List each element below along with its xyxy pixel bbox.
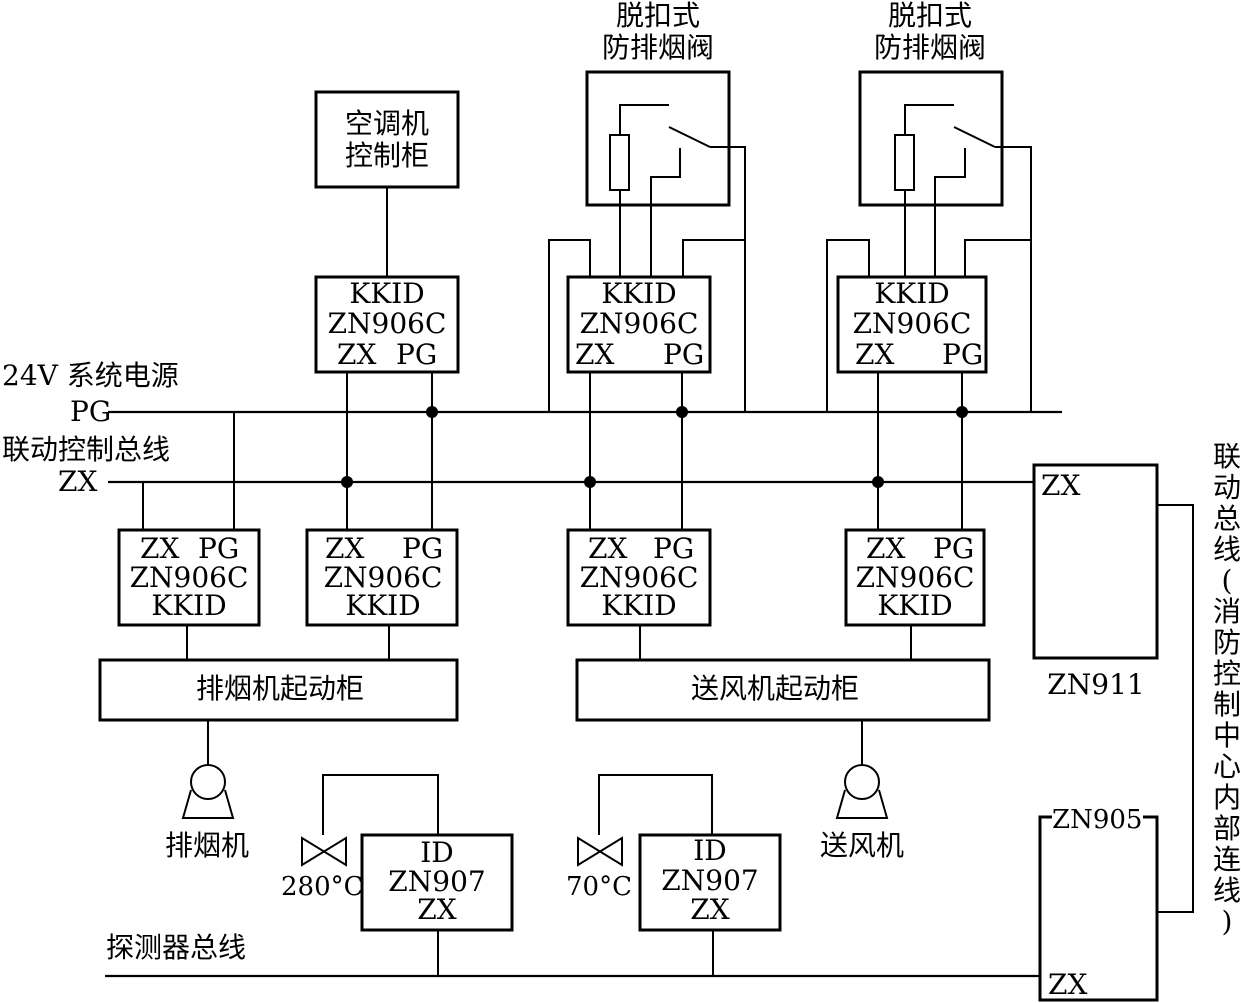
upper-module-zx: ZX <box>855 338 894 371</box>
zx-bus-label: ZX <box>58 465 97 498</box>
lower-module-kkid: KKID <box>345 589 420 622</box>
valve-280-label: 280°C <box>281 872 364 902</box>
lower-module-box <box>305 528 459 627</box>
upper-module-box <box>566 275 712 374</box>
damper-box <box>585 70 731 207</box>
damper-coil <box>894 134 915 191</box>
lower-module-pg: PG <box>198 532 239 565</box>
exhaust-cabinet-box <box>98 658 459 722</box>
wire <box>650 148 681 277</box>
junction-dot <box>956 406 968 418</box>
id-module-line2: ZN907 <box>388 865 485 898</box>
wire <box>322 774 439 835</box>
junction-dot <box>872 476 884 488</box>
upper-module-model: ZN906C <box>580 307 699 340</box>
upper-module-pg: PG <box>663 338 704 371</box>
id-module-line3: ZX <box>690 893 729 926</box>
id-module-box <box>638 833 782 932</box>
damper-title-line1: 脱扣式 <box>616 0 700 32</box>
wire <box>598 774 713 835</box>
wire <box>826 239 870 412</box>
junction-dot <box>341 476 353 488</box>
damper-title-line2: 防排烟阀 <box>602 31 714 64</box>
lower-module-kkid: KKID <box>877 589 952 622</box>
zn911-box <box>1032 463 1159 660</box>
junction-dot <box>584 476 596 488</box>
id-module-line2: ZN907 <box>661 864 758 897</box>
valve-70-icon <box>577 836 623 867</box>
pg-bus-label: PG <box>70 395 111 428</box>
upper-module-kkid: KKID <box>601 277 676 310</box>
damper-title-line1: 脱扣式 <box>888 0 972 32</box>
upper-module-box <box>314 275 460 374</box>
upper-module-model: ZN906C <box>328 307 447 340</box>
lower-module-pg: PG <box>402 532 443 565</box>
internal-bus-wire <box>1157 504 1194 913</box>
lower-module-box <box>844 528 986 627</box>
damper-box <box>858 70 1004 207</box>
ac-cabinet-line1: 空调机 <box>345 107 429 140</box>
junction-dot <box>676 406 688 418</box>
zn905-label: ZN905 <box>1052 805 1142 835</box>
lower-module-zx: ZX <box>866 532 905 565</box>
zn905-port-zx: ZX <box>1048 968 1087 1001</box>
damper-switch-blade <box>668 126 711 148</box>
lower-module-kkid: KKID <box>151 589 226 622</box>
upper-module-box <box>836 275 988 374</box>
lower-module-model: ZN906C <box>856 561 975 594</box>
lower-module-pg: PG <box>653 532 694 565</box>
ac-cabinet-line2: 控制柜 <box>345 139 429 172</box>
lower-module-zx: ZX <box>140 532 179 565</box>
zn905-box <box>1038 815 1159 1002</box>
damper-switch-blade <box>953 126 996 148</box>
lower-module-model: ZN906C <box>580 561 699 594</box>
junction-dot <box>426 406 438 418</box>
wire <box>904 104 954 135</box>
supply-fan-icon <box>835 764 889 819</box>
lower-module-kkid: KKID <box>601 589 676 622</box>
exhaust-cabinet-label: 排烟机起动柜 <box>196 672 364 705</box>
exhaust-fan-icon <box>181 764 235 819</box>
upper-module-model: ZN906C <box>853 307 972 340</box>
detector-bus-title: 探测器总线 <box>106 931 246 964</box>
upper-module-zx: ZX <box>575 338 614 371</box>
wire <box>934 148 966 277</box>
upper-module-kkid: KKID <box>874 277 949 310</box>
linkage-bus-title: 联动控制总线 <box>2 433 170 466</box>
id-module-line1: ID <box>693 834 727 867</box>
wire <box>995 146 1032 412</box>
lower-module-box <box>117 528 261 627</box>
damper-coil <box>609 134 630 191</box>
wire <box>619 104 669 135</box>
upper-module-pg: PG <box>396 338 437 371</box>
lower-module-zx: ZX <box>588 532 627 565</box>
lower-module-model: ZN906C <box>324 561 443 594</box>
valve-280-icon <box>301 836 347 867</box>
supply-fan-label: 送风机 <box>820 829 904 862</box>
id-module-line1: ID <box>420 836 454 869</box>
power-title: 24V 系统电源 <box>2 359 179 392</box>
internal-bus-label: 联动总线(消防控制中心内部连线) <box>1213 440 1241 938</box>
zn911-label: ZN911 <box>1047 668 1144 701</box>
wire <box>964 239 1031 277</box>
wire <box>682 239 745 277</box>
lower-module-model: ZN906C <box>130 561 249 594</box>
upper-module-zx: ZX <box>337 338 376 371</box>
upper-module-kkid: KKID <box>349 277 424 310</box>
damper-title-line2: 防排烟阀 <box>874 31 986 64</box>
supply-cabinet-label: 送风机起动柜 <box>691 672 859 705</box>
supply-cabinet-box <box>575 658 991 722</box>
id-module-line3: ZX <box>417 893 456 926</box>
wire <box>548 239 591 412</box>
lower-module-pg: PG <box>933 532 974 565</box>
valve-70-label: 70°C <box>566 872 632 902</box>
zn911-port-zx: ZX <box>1041 469 1080 502</box>
exhaust-fan-label: 排烟机 <box>165 829 249 862</box>
wire <box>710 146 746 412</box>
upper-module-pg: PG <box>942 338 983 371</box>
lower-module-zx: ZX <box>325 532 364 565</box>
